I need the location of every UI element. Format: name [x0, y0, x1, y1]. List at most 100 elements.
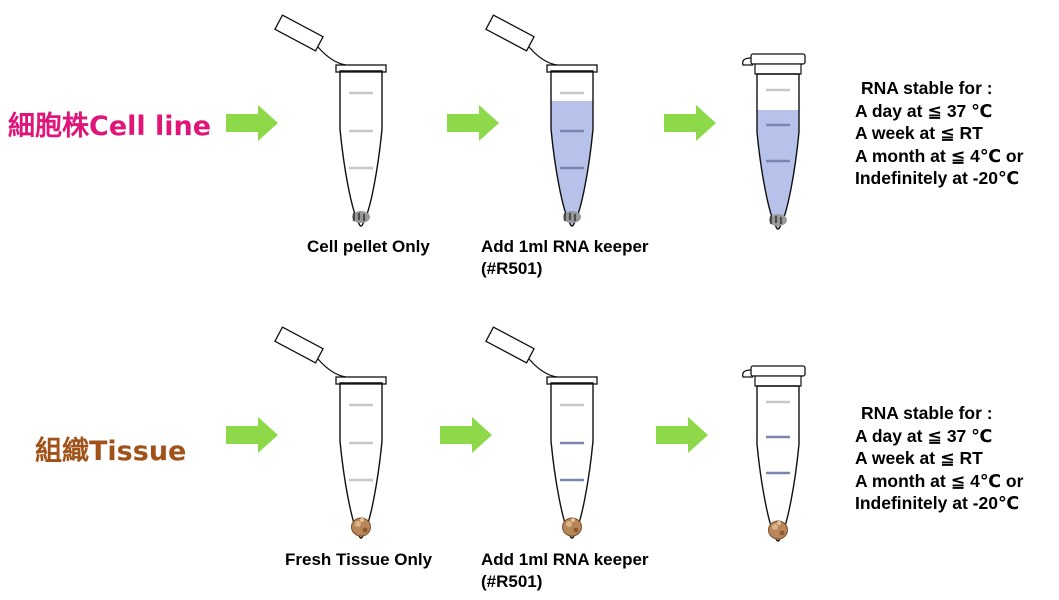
tube-hinge: [317, 358, 347, 378]
arrow-shape: [226, 417, 278, 453]
cell-pellet: [352, 211, 370, 223]
tube-cap-closed: [750, 53, 806, 65]
pellet-speck: [362, 215, 366, 219]
tube-sample-only: [274, 14, 387, 227]
tube-body: [550, 70, 594, 227]
tube-cap-tab: [742, 369, 753, 378]
tube-rim: [546, 64, 598, 73]
stability-heading: RNA stable for :: [861, 78, 993, 98]
pellet-speck: [573, 213, 577, 217]
pellet-speck: [769, 219, 773, 223]
tube-hinge: [528, 358, 558, 378]
pellet-speck: [779, 216, 783, 220]
pellet-speck: [573, 215, 577, 219]
pellet-speck: [352, 213, 356, 217]
caption-line-product-code: (#R501): [481, 572, 543, 591]
tissue-texture: [772, 524, 778, 530]
stability-line: A month at ≦ 4℃ or: [855, 470, 1024, 491]
arrow-to-step-3: [656, 417, 708, 453]
stability-heading: RNA stable for :: [861, 403, 993, 423]
tube-lid-open: [274, 326, 324, 364]
pellet-speck: [352, 216, 356, 220]
pellet-speck: [352, 218, 356, 222]
row-label-tissue: 組織Tissue: [35, 436, 187, 467]
tube-body: [756, 385, 800, 542]
caption-line: Add 1ml RNA keeper: [481, 550, 649, 569]
stability-info-tissue: RNA stable for : A day at ≦ 37 ℃ A week …: [855, 402, 1023, 515]
tube-with-rna-keeper: [485, 326, 598, 539]
pellet-speck: [774, 217, 778, 221]
tube-rim: [335, 376, 387, 385]
tube-body: [756, 73, 800, 230]
pellet-speck: [563, 213, 567, 217]
tube-liquid: [757, 110, 799, 229]
pellet-speck: [774, 215, 778, 219]
stability-info-cell-line: RNA stable for : A day at ≦ 37 ℃ A week …: [855, 77, 1023, 190]
arrow-shape: [226, 105, 278, 141]
pellet-speck: [568, 212, 572, 216]
row-label-cell-line: 細胞株Cell line: [8, 111, 212, 142]
caption-add-rna-keeper: Add 1ml RNA keeper (#R501): [481, 236, 649, 280]
tube-hinge: [317, 46, 347, 66]
tube-liquid: [755, 422, 801, 592]
pellet-speck: [357, 216, 361, 220]
pellet-speck: [769, 216, 773, 220]
tissue-texture: [355, 521, 361, 527]
stability-line: A month at ≦ 4℃ or: [855, 145, 1024, 166]
tube-cap-band: [754, 63, 802, 75]
pellet-speck: [362, 213, 366, 217]
arrow-to-step-2: [440, 417, 492, 453]
pellet-speck: [769, 221, 773, 225]
tube-closed-stored: [742, 53, 806, 230]
tube-body: [550, 382, 594, 539]
caption-line-product-code: (#R501): [481, 259, 543, 278]
arrow-shape: [656, 417, 708, 453]
pellet-speck: [563, 218, 567, 222]
caption-line: Fresh Tissue Only: [285, 550, 433, 569]
arrow-shape: [664, 105, 716, 141]
tube-hinge: [528, 46, 558, 66]
pellet-speck: [779, 218, 783, 222]
tube-closed-stored: [742, 365, 806, 592]
caption-add-rna-keeper: Add 1ml RNA keeper (#R501): [481, 549, 649, 593]
tube-sample-only: [274, 326, 387, 539]
tube-cap-tab: [742, 57, 753, 66]
pellet-speck: [779, 220, 783, 224]
tube-rim: [546, 376, 598, 385]
pellet-speck: [357, 214, 361, 218]
pellet-speck: [774, 219, 778, 223]
tissue-texture: [573, 527, 579, 533]
tissue-texture: [777, 521, 781, 525]
tube-lid-open: [485, 326, 535, 364]
pellet-speck: [573, 217, 577, 221]
tissue-texture: [779, 530, 785, 536]
tube-lid-open: [274, 14, 324, 52]
stability-line: A day at ≦ 37 ℃: [855, 100, 993, 121]
cell-pellet: [769, 214, 787, 226]
tissue-texture: [360, 518, 364, 522]
caption-fresh-tissue-only: Fresh Tissue Only: [285, 549, 432, 571]
pellet-speck: [568, 214, 572, 218]
arrow-shape: [440, 417, 492, 453]
stability-line: A week at ≦ RT: [855, 123, 983, 143]
stability-line: A day at ≦ 37 ℃: [855, 425, 993, 446]
pellet-speck: [362, 217, 366, 221]
arrow-to-step-1: [226, 105, 278, 141]
cell-pellet: [563, 211, 581, 223]
arrow-to-step-1: [226, 417, 278, 453]
arrow-to-step-2: [447, 105, 499, 141]
arrow-to-step-3: [664, 105, 716, 141]
stability-line: Indefinitely at -20℃: [855, 493, 1020, 513]
caption-line: Cell pellet Only: [307, 237, 430, 256]
tissue-texture: [566, 521, 572, 527]
arrow-shape: [447, 105, 499, 141]
stability-line: A week at ≦ RT: [855, 448, 983, 468]
tissue-texture: [362, 527, 368, 533]
caption-line: Add 1ml RNA keeper: [481, 237, 649, 256]
tube-body: [339, 70, 383, 227]
tube-lid-open: [485, 14, 535, 52]
stability-line: Indefinitely at -20℃: [855, 168, 1020, 188]
pellet-speck: [357, 212, 361, 216]
